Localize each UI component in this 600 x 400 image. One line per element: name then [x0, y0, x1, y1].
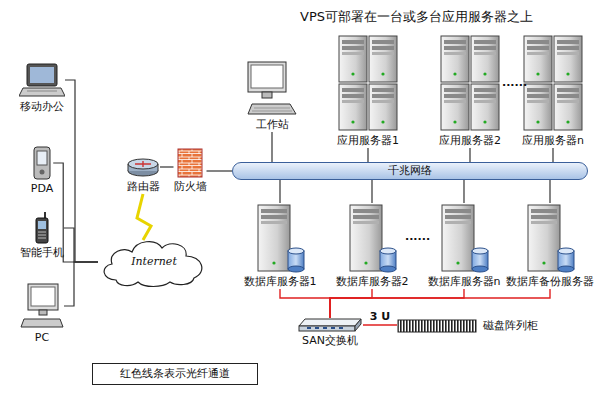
- network-link: [64, 228, 98, 262]
- device-label: 智能手机: [20, 246, 64, 260]
- client-device: PC: [20, 283, 64, 345]
- database-server-icon: [254, 203, 306, 273]
- client-device: 智能手机: [20, 212, 64, 260]
- network-link: [64, 262, 98, 306]
- device-label: 数据库服务器2: [336, 275, 409, 289]
- san-switch-icon: [297, 318, 363, 332]
- database-server-icon: [524, 203, 576, 273]
- diagram-title: VPS可部署在一台或多台应用服务器之上: [300, 8, 533, 26]
- device-label: 数据库服务器n: [428, 275, 501, 289]
- ellipsis-label: ......: [405, 230, 430, 243]
- device-label: 移动办公: [19, 100, 65, 114]
- note-text: 红色线条表示光纤通道: [120, 367, 230, 381]
- phone-icon: [34, 212, 50, 244]
- database-server-icon: [346, 203, 398, 273]
- device-label: 工作站: [246, 118, 298, 132]
- pda-icon: [32, 146, 52, 180]
- device-label: PDA: [31, 182, 53, 196]
- db-server: 数据库服务器n: [428, 203, 501, 289]
- device-label: 路由器: [126, 180, 160, 194]
- disk-array-icon: [397, 319, 477, 333]
- device-label: 数据库服务器1: [244, 275, 317, 289]
- laptop-icon: [19, 62, 65, 98]
- router-node: 路由器: [126, 156, 160, 194]
- device-label: 应用服务器n: [522, 134, 584, 148]
- device-label: 防火墙: [174, 180, 207, 194]
- ellipsis-label: ......: [502, 76, 527, 89]
- fiber-channel-link: [330, 289, 372, 318]
- fiber-channel-link: [280, 289, 330, 318]
- network-bus: 千兆网络: [232, 162, 588, 180]
- network-link: [160, 166, 174, 167]
- network-link: [65, 80, 98, 262]
- network-link: [279, 180, 280, 203]
- network-link: [549, 180, 550, 203]
- fiber-channel-link: [330, 289, 550, 318]
- device-label: SAN交换机: [297, 334, 363, 348]
- network-link: [207, 170, 233, 171]
- fiber-channel-link: [363, 324, 397, 325]
- db-server: 数据库服务器2: [336, 203, 409, 289]
- device-label: 应用服务器2: [439, 134, 501, 148]
- server-cluster-icon: [522, 34, 584, 132]
- db-server: 数据库备份服务器: [506, 203, 594, 289]
- disk-array: 磁盘阵列柜: [397, 319, 538, 333]
- network-label: 千兆网络: [388, 164, 432, 178]
- client-device: 移动办公: [19, 62, 65, 114]
- device-label: 数据库备份服务器: [506, 275, 594, 289]
- edge-label: 3 U: [369, 310, 391, 323]
- database-server-icon: [438, 203, 490, 273]
- network-link: [371, 180, 372, 203]
- cloud-label: Internet: [131, 255, 177, 269]
- firewall-icon: [177, 148, 203, 178]
- pc-icon: [20, 283, 64, 329]
- workstation-node: 工作站: [246, 60, 298, 132]
- app-server: 应用服务器1: [337, 34, 399, 148]
- client-device: PDA: [31, 146, 53, 196]
- device-label: 磁盘阵列柜: [483, 319, 538, 333]
- wireless-link: [137, 194, 151, 240]
- network-link: [367, 148, 368, 162]
- server-cluster-icon: [337, 34, 399, 132]
- app-server: 应用服务器n: [522, 34, 584, 148]
- fiber-channel-link: [330, 289, 464, 318]
- router-icon: [126, 156, 160, 178]
- internet-cloud: Internet: [98, 236, 210, 288]
- san-switch: SAN交换机: [297, 318, 363, 348]
- workstation-icon: [246, 60, 298, 116]
- network-link: [463, 180, 464, 203]
- server-cluster-icon: [439, 34, 501, 132]
- db-server: 数据库服务器1: [244, 203, 317, 289]
- app-server: 应用服务器2: [439, 34, 501, 148]
- network-link: [552, 148, 553, 162]
- device-label: 应用服务器1: [337, 134, 399, 148]
- note-box: 红色线条表示光纤通道: [92, 363, 258, 385]
- network-link: [469, 148, 470, 162]
- network-link: [271, 132, 272, 162]
- firewall-node: 防火墙: [174, 148, 207, 194]
- device-label: PC: [20, 331, 64, 345]
